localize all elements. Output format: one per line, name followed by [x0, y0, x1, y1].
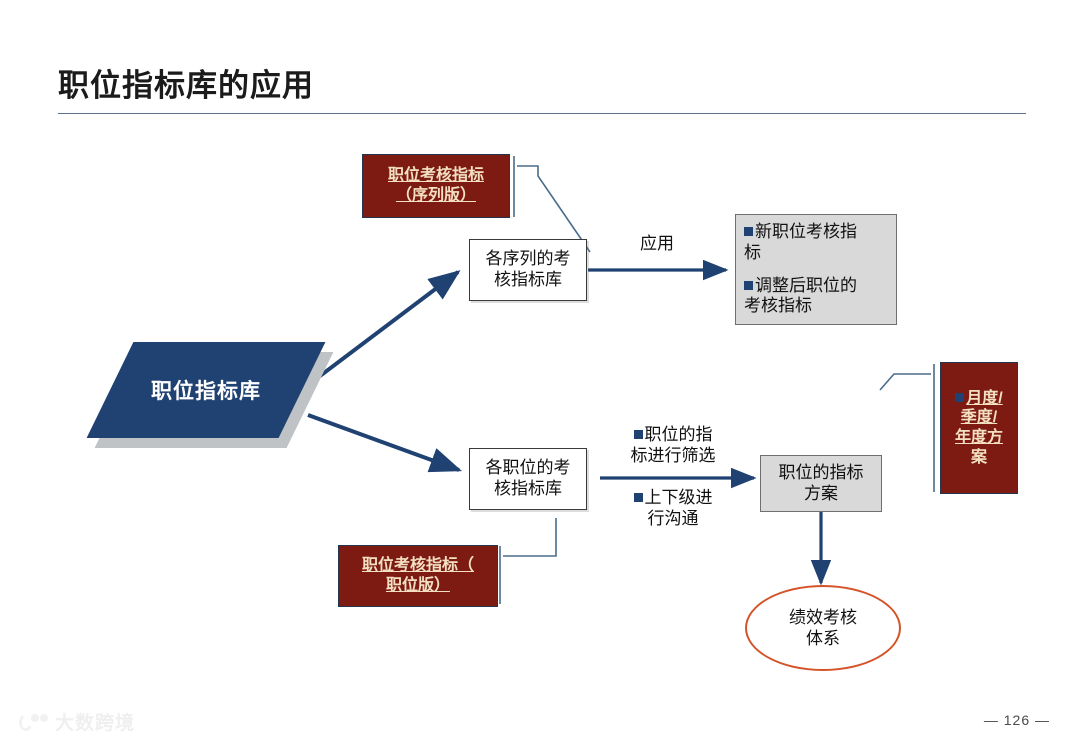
- bullet-square-icon: [633, 430, 643, 439]
- page-title: 职位指标库的应用: [58, 68, 314, 103]
- document-box-sequence-version[interactable]: 职位考核指标 （序列版）: [362, 154, 510, 218]
- arrow-diamond-to-position-library: [307, 413, 463, 473]
- node-position-indicator-plan-line1: 职位的指标: [778, 462, 864, 482]
- label-superior-communication-line1: 上下级进: [644, 488, 713, 507]
- watermark-text: 大数跨境: [55, 713, 136, 734]
- node-sequence-indicator-library-line1: 各序列的考: [485, 249, 571, 269]
- document-box-period-plan-line3: 年度方: [954, 429, 1003, 446]
- arrow-diamond-to-sequence-library: [306, 270, 461, 387]
- document-box-period-plan[interactable]: 月度/ 季度/ 年度方 案: [940, 362, 1018, 494]
- watermark: 大数跨境: [18, 708, 135, 735]
- label-apply: 应用: [640, 234, 674, 253]
- node-performance-appraisal-system-text: 绩效考核 体系: [789, 607, 857, 650]
- node-new-indicators-item2-line2: 考核指标: [744, 296, 812, 316]
- node-position-indicator-library-label: 职位指标库: [151, 380, 261, 403]
- connector-red-sequence-doc: [513, 156, 591, 253]
- node-position-indicator-plan-line2: 方案: [804, 483, 838, 503]
- title-divider: [58, 113, 1026, 114]
- document-box-sequence-version-line1: 职位考核指标: [387, 167, 484, 185]
- node-performance-appraisal-system[interactable]: 绩效考核 体系: [745, 585, 901, 671]
- label-superior-communication-line2: 行沟通: [647, 509, 699, 529]
- watermark-logo-icon: [19, 713, 48, 731]
- label-filter-indicators: 职位的指 标进行筛选: [608, 424, 738, 467]
- connector-red-position-doc: [499, 518, 557, 604]
- bullet-square-icon: [633, 493, 643, 502]
- node-new-indicators-item1: 新职位考核指 标: [744, 222, 888, 263]
- bullet-square-icon: [744, 227, 753, 236]
- bullet-square-icon: [955, 392, 965, 402]
- node-sequence-indicator-library[interactable]: 各序列的考 核指标库: [469, 239, 587, 301]
- document-box-position-version-line1: 职位考核指标（: [361, 557, 474, 575]
- node-sequence-indicator-library-line2: 核指标库: [494, 270, 562, 289]
- node-new-indicators-item1-line1: 新职位考核指: [755, 222, 857, 241]
- node-new-indicators-item2: 调整后职位的 考核指标: [744, 276, 888, 317]
- label-filter-indicators-line1: 职位的指: [644, 425, 713, 444]
- document-box-position-version[interactable]: 职位考核指标（ 职位版）: [338, 545, 498, 607]
- node-new-indicators[interactable]: 新职位考核指 标 调整后职位的 考核指标: [735, 214, 897, 325]
- label-filter-indicators-line2: 标进行筛选: [630, 446, 716, 466]
- node-new-indicators-item1-line2: 标: [744, 242, 761, 262]
- label-superior-communication: 上下级进 行沟通: [608, 487, 738, 530]
- page-number: — 126 —: [983, 712, 1050, 728]
- node-position-indicator-library-box-line1: 各职位的考: [485, 458, 571, 478]
- document-box-period-plan-line1: 月度/: [945, 389, 1013, 409]
- document-box-position-version-line2: 职位版）: [385, 577, 450, 594]
- node-new-indicators-item2-line1: 调整后职位的: [755, 275, 857, 295]
- bullet-square-icon: [744, 280, 753, 290]
- connector-period-plan: [879, 364, 935, 492]
- document-box-period-plan-line2: 季度/: [960, 409, 998, 427]
- node-performance-appraisal-system-line2: 体系: [806, 629, 840, 648]
- node-performance-appraisal-system-line1: 绩效考核: [789, 607, 857, 627]
- node-position-indicator-library-box-line2: 核指标库: [494, 479, 562, 498]
- document-box-sequence-version-line2: （序列版）: [395, 187, 476, 204]
- node-position-indicator-library-box[interactable]: 各职位的考 核指标库: [469, 448, 587, 510]
- document-box-period-plan-line4: 案: [970, 448, 987, 466]
- node-position-indicator-plan[interactable]: 职位的指标 方案: [760, 455, 882, 512]
